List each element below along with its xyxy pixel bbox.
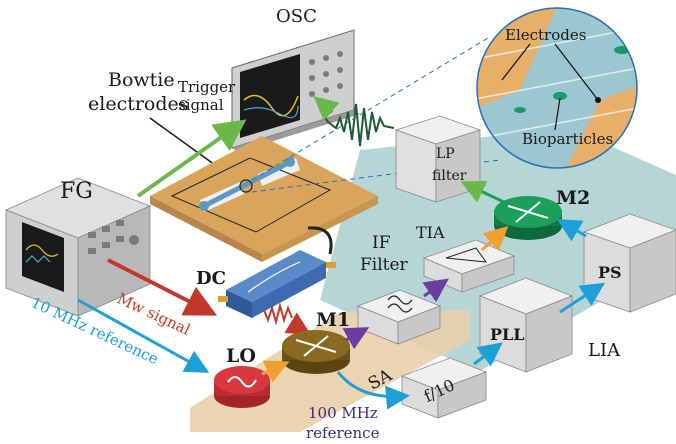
- dc-coupler: [218, 250, 336, 318]
- m2-label: M2: [556, 187, 590, 209]
- signal-arrow: [313, 96, 340, 121]
- ten-mhz-arrow: [77, 298, 210, 373]
- ps-box: [582, 213, 676, 313]
- fg-label: FG: [60, 179, 93, 204]
- trigger-label-2: signal: [178, 96, 224, 114]
- bowtie-label-2: electrodes: [88, 93, 189, 115]
- ps-label: PS: [598, 263, 622, 282]
- bioparticles-pointer: [554, 97, 561, 131]
- f10-to-pll-arrow: [473, 342, 503, 367]
- tia-to-m2-arrow: [480, 225, 509, 252]
- trigger-label-1: Trigger: [178, 78, 236, 96]
- m1-to-if-arrow: [342, 327, 370, 350]
- bioparticles-label: Bioparticles: [522, 130, 613, 148]
- m2-to-lp-arrow: [460, 180, 509, 206]
- cable-chip-dc: [307, 226, 333, 255]
- if-label-1: IF: [372, 233, 391, 253]
- if-to-tia-arrow: [422, 278, 449, 303]
- pll-to-ps-arrow: [559, 282, 606, 314]
- lo-oscillator: [214, 366, 270, 408]
- m1-mixer: [282, 330, 350, 374]
- bowtie-label-1: Bowtie: [108, 69, 175, 91]
- electrodes-dot: [595, 97, 601, 103]
- ps-to-m2-arrow: [556, 218, 587, 242]
- if-filter-box: [356, 289, 442, 345]
- dc-label: DC: [196, 268, 226, 289]
- mw-signal-arrow: [107, 258, 218, 316]
- m2-mixer: [494, 196, 562, 240]
- hundred-mhz-arrow: [336, 371, 410, 410]
- electrodes-pointer-1: [501, 43, 531, 81]
- hundred-mhz-label-1: 100 MHz: [308, 404, 378, 422]
- electrodes-label: Electrodes: [505, 26, 586, 44]
- zoom-line-1: [251, 37, 489, 181]
- lo-to-m1-arrow: [261, 360, 290, 383]
- zoom-inset: [476, 7, 638, 169]
- electrodes-pointer-2: [554, 43, 599, 101]
- lp-label-2: filter: [432, 168, 467, 184]
- m1-label: M1: [316, 309, 350, 331]
- osc-label: OSC: [276, 6, 317, 27]
- bowtie-pointer: [149, 117, 223, 171]
- oscilloscope: [231, 29, 360, 152]
- if-label-2: Filter: [360, 255, 409, 275]
- hundred-mhz-label-2: reference: [306, 424, 380, 442]
- tia-label: TIA: [416, 223, 445, 242]
- function-generator: [4, 177, 152, 317]
- dc-to-m1-wave: [263, 302, 293, 326]
- trigger-arrow: [136, 119, 247, 198]
- output-signal-wave: [319, 103, 395, 147]
- lp-filter-box: [394, 115, 482, 203]
- lia-label: LIA: [588, 340, 621, 361]
- pll-label: PLL: [490, 325, 525, 344]
- lp-label-1: LP: [436, 146, 455, 162]
- pll-box: [478, 277, 574, 373]
- lo-label: LO: [226, 345, 256, 367]
